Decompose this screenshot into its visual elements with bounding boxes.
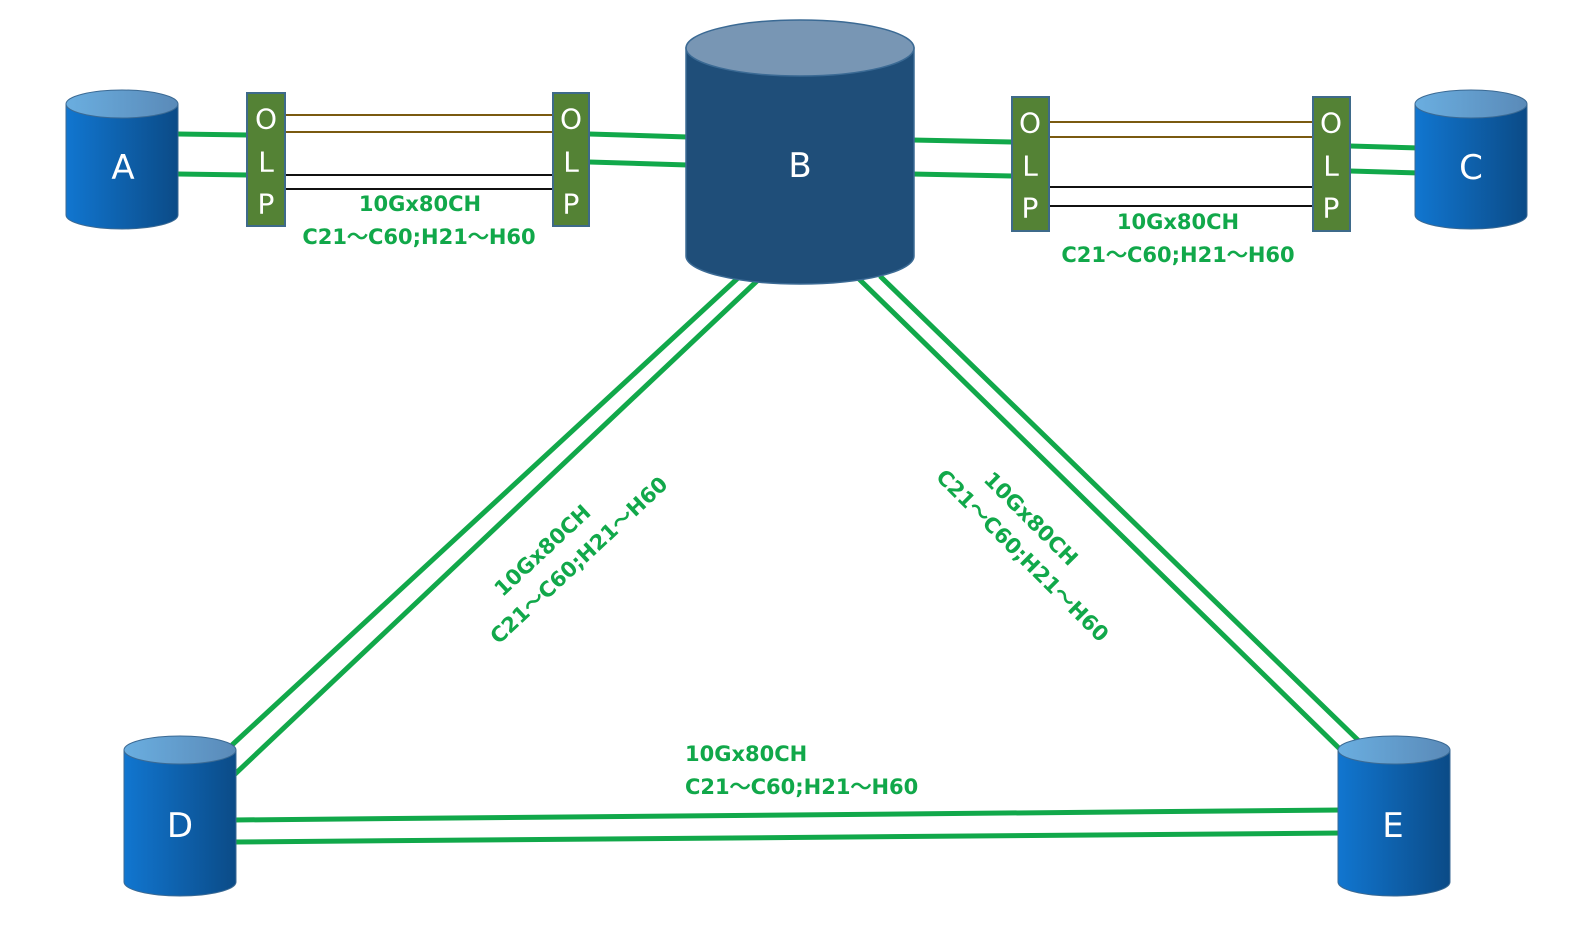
node-b-label: B — [788, 146, 811, 186]
link-d-e — [233, 807, 1343, 845]
node-a[interactable]: A — [65, 89, 179, 230]
label-b-e: 10Gx80CH C21～C60;H21～H60 — [931, 465, 1113, 647]
capacity-label: 10Gx80CH — [359, 192, 481, 216]
link-a-olp1 — [177, 131, 249, 178]
link-olp2-b — [588, 131, 689, 168]
olp-box-4[interactable]: O L P — [1312, 96, 1351, 232]
fibers-olp1-olp2 — [286, 114, 554, 190]
olp-letter-p: P — [563, 188, 580, 221]
olp-letter-o: O — [1019, 107, 1041, 140]
capacity-label: 10Gx80CH — [685, 742, 807, 766]
olp-letter-p: P — [1323, 192, 1340, 225]
link-b-e — [856, 274, 1362, 757]
olp-letter-l: L — [563, 146, 579, 179]
link-b-d — [230, 276, 760, 777]
link-b-olp3 — [911, 137, 1013, 179]
olp-letter-o: O — [1320, 107, 1342, 140]
olp-letter-l: L — [1022, 150, 1038, 183]
channel-range-label: C21～C60;H21～H60 — [302, 225, 535, 249]
node-a-label: A — [111, 148, 134, 188]
node-c[interactable]: C — [1414, 89, 1528, 230]
olp-box-2[interactable]: O L P — [552, 92, 590, 227]
channel-range-label: C21～C60;H21～H60 — [931, 465, 1113, 647]
node-b[interactable]: B — [685, 19, 915, 285]
olp-letter-o: O — [560, 103, 582, 136]
node-d[interactable]: D — [123, 735, 237, 897]
label-b-d: 10Gx80CH C21～C60;H21～H60 — [486, 472, 673, 649]
olp-letter-l: L — [1323, 150, 1339, 183]
node-e[interactable]: E — [1337, 735, 1451, 897]
label-d-e: 10Gx80CH C21～C60;H21～H60 — [685, 742, 918, 799]
capacity-label: 10Gx80CH — [1117, 210, 1239, 234]
olp-box-3[interactable]: O L P — [1011, 96, 1050, 232]
node-e-label: E — [1382, 806, 1403, 846]
channel-range-label: C21～C60;H21～H60 — [1061, 243, 1294, 267]
channel-range-label: C21～C60;H21～H60 — [685, 775, 918, 799]
olp-letter-l: L — [258, 146, 274, 179]
olp-letter-p: P — [1022, 192, 1039, 225]
label-a-b: 10Gx80CH C21～C60;H21～H60 — [302, 192, 535, 249]
node-c-label: C — [1459, 148, 1483, 188]
link-olp4-c — [1349, 143, 1421, 176]
olp-letter-p: P — [258, 188, 275, 221]
node-d-label: D — [167, 806, 193, 846]
label-b-c: 10Gx80CH C21～C60;H21～H60 — [1061, 210, 1294, 267]
fibers-olp3-olp4 — [1049, 121, 1314, 207]
olp-letter-o: O — [255, 103, 277, 136]
olp-box-1[interactable]: O L P — [246, 92, 286, 227]
